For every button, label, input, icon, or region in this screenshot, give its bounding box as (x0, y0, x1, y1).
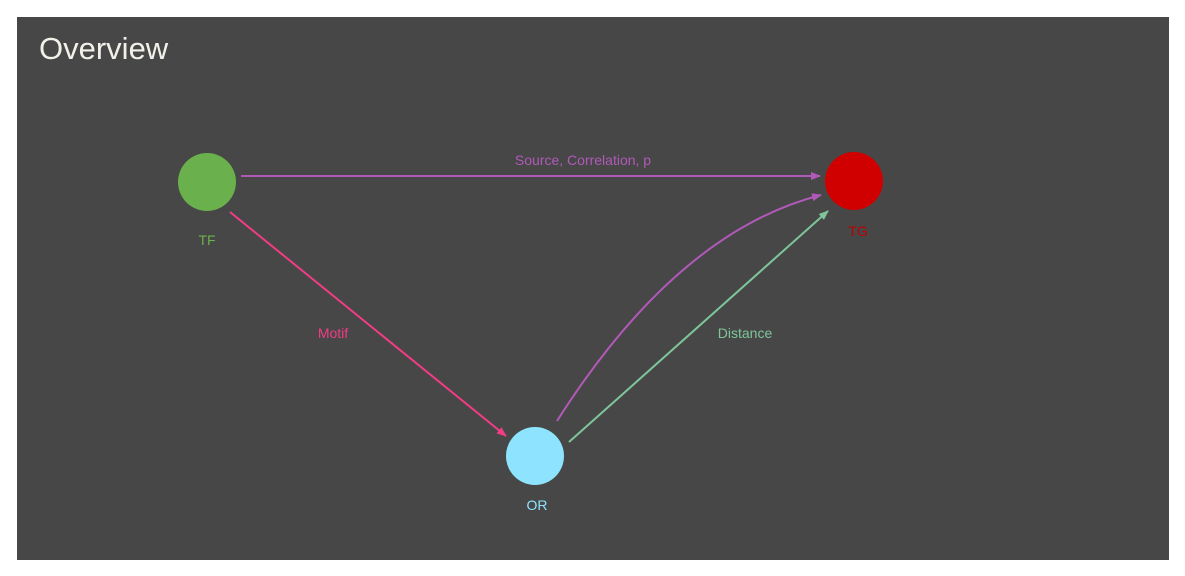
node-or (506, 427, 564, 485)
slide-title: Overview (39, 31, 169, 66)
node-or-label: OR (527, 497, 548, 513)
edge-or-to-tg-distance-label: Distance (718, 325, 773, 341)
edge-tf-to-or (229, 211, 507, 437)
edge-tf-to-tg-label: Source, Correlation, p (515, 152, 651, 168)
node-tg (825, 152, 883, 210)
node-tf-label: TF (198, 232, 215, 248)
relationship-diagram: TF TG OR Source, Correlation, p Motif Di… (178, 152, 883, 513)
edge-tf-to-or-label: Motif (318, 325, 348, 341)
edge-or-to-tg-curve (556, 193, 822, 422)
slide-canvas: Overview TF TG OR Source, Correlation, p (17, 17, 1169, 560)
node-tg-label: TG (848, 223, 867, 239)
node-tf (178, 153, 236, 211)
edge-or-to-tg-distance (568, 210, 829, 443)
